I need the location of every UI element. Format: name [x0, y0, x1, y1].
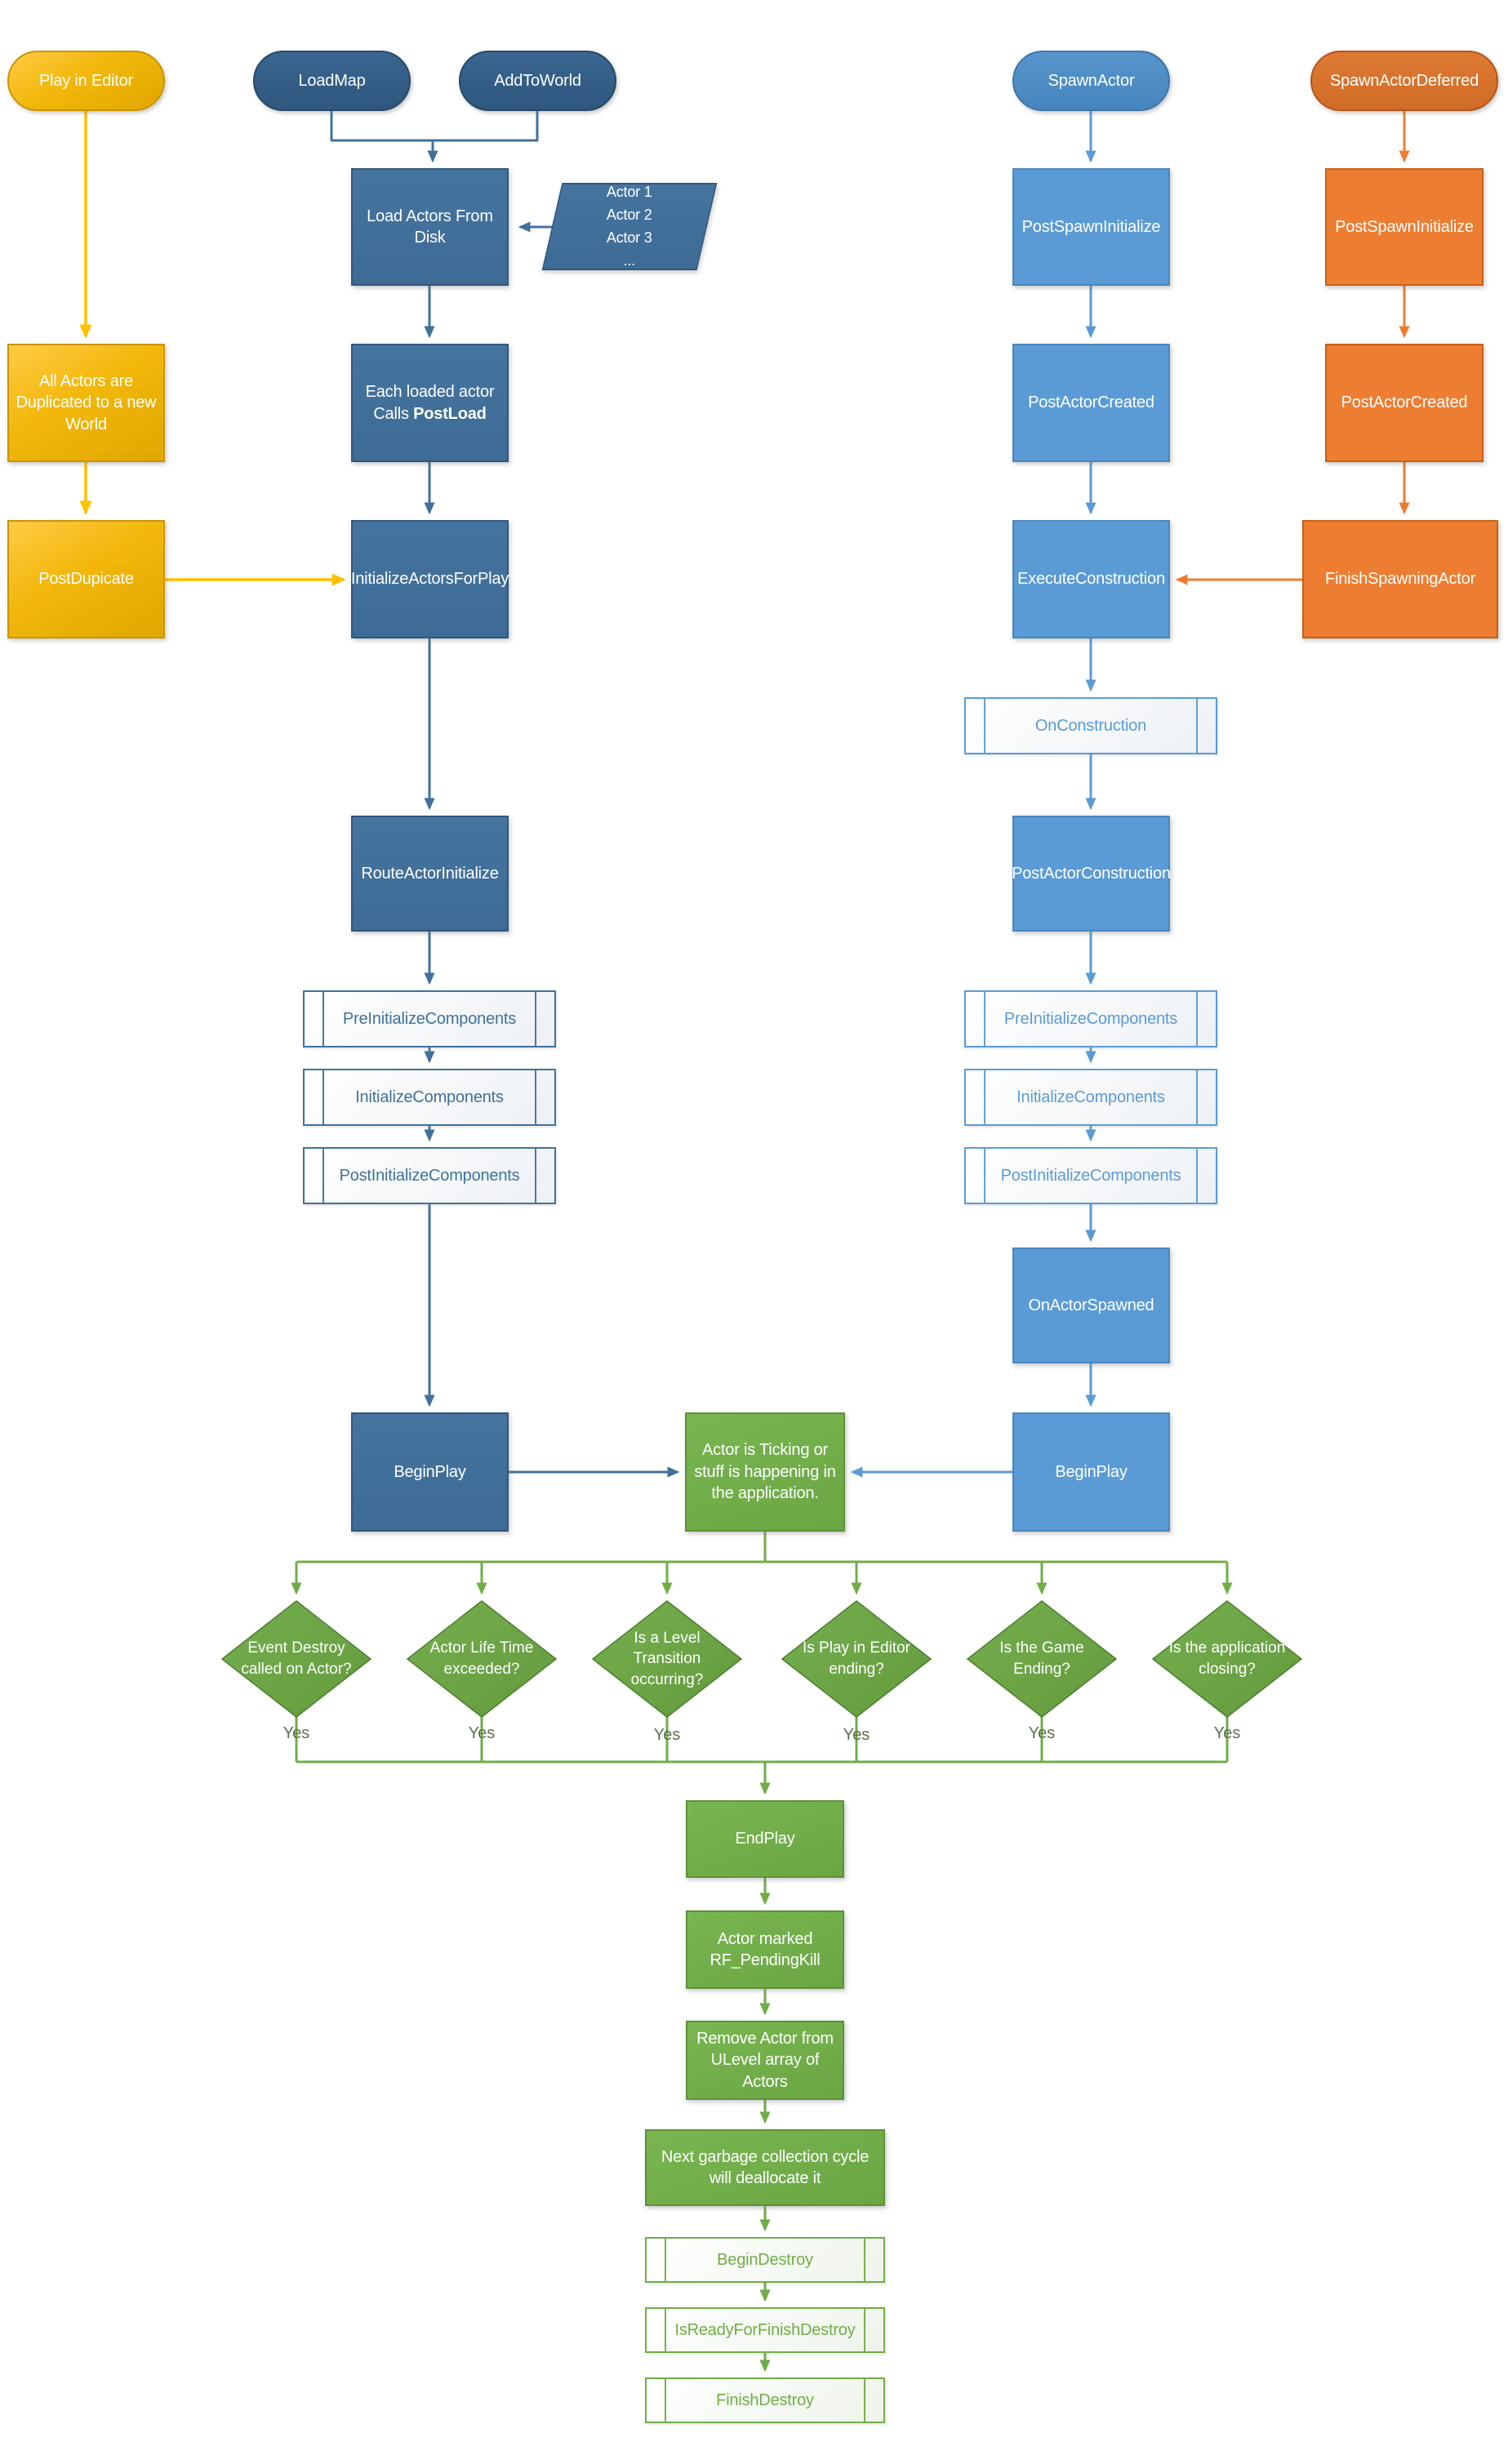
node-finish-spawning-actor: FinishSpawningActor: [1302, 520, 1498, 638]
label-yes-3: Yes: [653, 1725, 681, 1744]
node-play-in-editor: Play in Editor: [7, 51, 165, 111]
node-on-actor-spawned: OnActorSpawned: [1012, 1248, 1170, 1363]
node-all-actors-duplicated: All Actors are Duplicated to a new World: [7, 344, 165, 462]
label-yes-5: Yes: [1028, 1723, 1056, 1742]
node-begin-destroy: BeginDestroy: [645, 2237, 885, 2283]
node-post-dupicate: PostDupicate: [7, 520, 165, 638]
node-next-garbage-collection: Next garbage collection cycle will deall…: [645, 2129, 885, 2206]
decision-game-ending: Is the Game Ending?: [999, 1639, 1084, 1678]
node-initialize-actors-for-play: InitializeActorsForPlay: [351, 520, 509, 638]
decision-pie-ending: Is Play in Editor ending?: [803, 1639, 910, 1678]
decision-life-time: Actor Life Time exceeded?: [429, 1639, 534, 1678]
decision-event-destroy: Event Destroy called on Actor?: [241, 1639, 352, 1678]
node-on-construction: OnConstruction: [964, 697, 1217, 754]
node-post-initialize-components-right: PostInitializeComponents: [964, 1147, 1217, 1204]
node-pre-initialize-components-right: PreInitializeComponents: [964, 990, 1217, 1047]
node-actor-marked-pendingkill: Actor marked RF_PendingKill: [686, 1910, 844, 1989]
node-post-spawn-initialize-blue: PostSpawnInitialize: [1012, 168, 1170, 286]
node-post-actor-construction: PostActorConstruction: [1012, 816, 1171, 932]
diamond-level-transition-shape: [591, 1600, 743, 1718]
node-post-initialize-components-left: PostInitializeComponents: [303, 1147, 556, 1204]
node-begin-play-right: BeginPlay: [1012, 1412, 1170, 1532]
node-finish-destroy: FinishDestroy: [645, 2377, 885, 2423]
node-execute-construction: ExecuteConstruction: [1012, 520, 1170, 638]
node-actor-ticking: Actor is Ticking or stuff is happening i…: [685, 1412, 845, 1532]
diamond-event-destroy-shape: [220, 1600, 372, 1718]
node-route-actor-initialize: RouteActorInitialize: [351, 816, 509, 932]
node-begin-play-left: BeginPlay: [351, 1412, 509, 1532]
node-load-actors-from-disk: Load Actors From Disk: [351, 168, 509, 286]
label-yes-2: Yes: [468, 1723, 496, 1742]
node-post-actor-created-blue: PostActorCreated: [1012, 344, 1170, 462]
node-remove-actor-ulevel: Remove Actor from ULevel array of Actors: [686, 2021, 844, 2100]
node-initialize-components-right: InitializeComponents: [964, 1069, 1217, 1126]
node-initialize-components-left: InitializeComponents: [303, 1069, 556, 1126]
decision-level-transition: Is a Level Transition occurring?: [630, 1629, 704, 1688]
node-pre-initialize-components-left: PreInitializeComponents: [303, 990, 556, 1047]
node-end-play: EndPlay: [686, 1800, 844, 1878]
node-load-map: LoadMap: [253, 51, 411, 111]
node-spawn-actor: SpawnActor: [1012, 51, 1170, 111]
diamond-life-time-shape: [406, 1600, 558, 1718]
decision-app-closing: Is the application closing?: [1168, 1639, 1286, 1678]
node-spawn-actor-deferred: SpawnActorDeferred: [1310, 51, 1498, 111]
label-yes-1: Yes: [282, 1723, 310, 1742]
node-add-to-world: AddToWorld: [459, 51, 616, 111]
diamond-game-ending-shape: [966, 1600, 1118, 1718]
label-yes-4: Yes: [843, 1725, 870, 1744]
diamond-pie-ending-shape: [781, 1600, 932, 1718]
node-is-ready-for-finish-destroy: IsReadyForFinishDestroy: [645, 2307, 885, 2353]
label-yes-6: Yes: [1213, 1723, 1241, 1742]
diamond-app-closing-shape: [1151, 1600, 1303, 1718]
node-post-actor-created-orange: PostActorCreated: [1325, 344, 1484, 462]
node-post-spawn-initialize-orange: PostSpawnInitialize: [1325, 168, 1484, 286]
node-actor-list: Actor 1 Actor 2 Actor 3 ...: [541, 183, 718, 270]
